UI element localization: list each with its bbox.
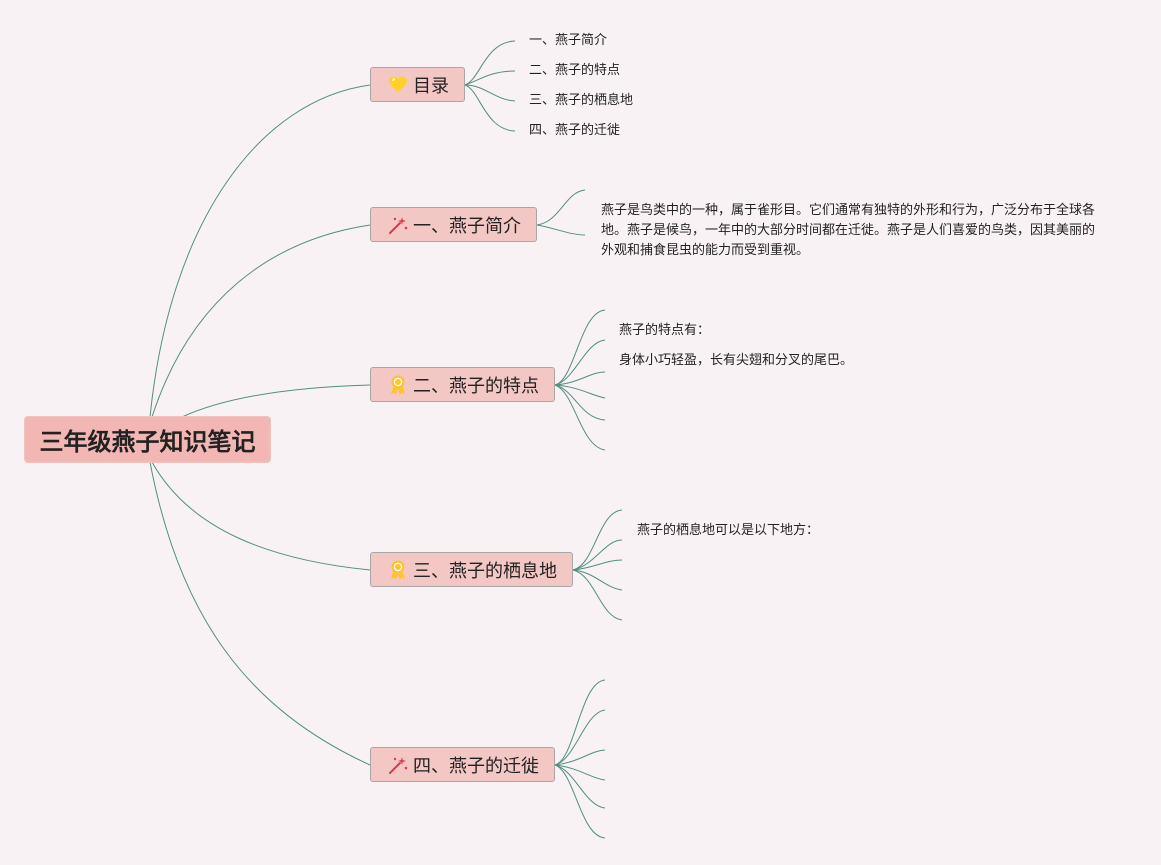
branch-table-of-contents[interactable]: 目录 — [370, 67, 465, 102]
root-topic[interactable]: 三年级燕子知识笔记 — [25, 417, 270, 462]
branch-label: 三、燕子的栖息地 — [413, 560, 557, 582]
toc-leaf-3[interactable]: 三、燕子的栖息地 — [529, 93, 634, 108]
heart-icon — [387, 74, 409, 96]
award-icon — [387, 374, 409, 396]
branch-label: 二、燕子的特点 — [413, 375, 539, 397]
habitat-leaf-1[interactable]: 燕子的栖息地可以是以下地方： — [637, 523, 820, 538]
award-icon — [387, 559, 409, 581]
branch-label: 四、燕子的迁徙 — [413, 755, 539, 777]
sparkle-wand-icon — [387, 214, 409, 236]
branch-migration[interactable]: 四、燕子的迁徙 — [370, 747, 555, 782]
branch-label: 目录 — [413, 75, 449, 97]
branch-introduction[interactable]: 一、燕子简介 — [370, 207, 537, 242]
introduction-text[interactable]: 燕子是鸟类中的一种，属于雀形目。它们通常有独特的外形和行为，广泛分布于全球各地。… — [601, 203, 1096, 258]
toc-leaf-2[interactable]: 二、燕子的特点 — [529, 63, 621, 78]
characteristics-leaf-1[interactable]: 燕子的特点有： — [619, 323, 711, 338]
branch-characteristics[interactable]: 二、燕子的特点 — [370, 367, 555, 402]
branch-habitat[interactable]: 三、燕子的栖息地 — [370, 552, 573, 587]
branch-label: 一、燕子简介 — [413, 215, 521, 237]
toc-leaf-4[interactable]: 四、燕子的迁徙 — [529, 123, 621, 138]
sparkle-wand-icon — [387, 754, 409, 776]
characteristics-leaf-2[interactable]: 身体小巧轻盈，长有尖翅和分叉的尾巴。 — [619, 353, 854, 368]
toc-leaf-1[interactable]: 一、燕子简介 — [529, 33, 608, 48]
